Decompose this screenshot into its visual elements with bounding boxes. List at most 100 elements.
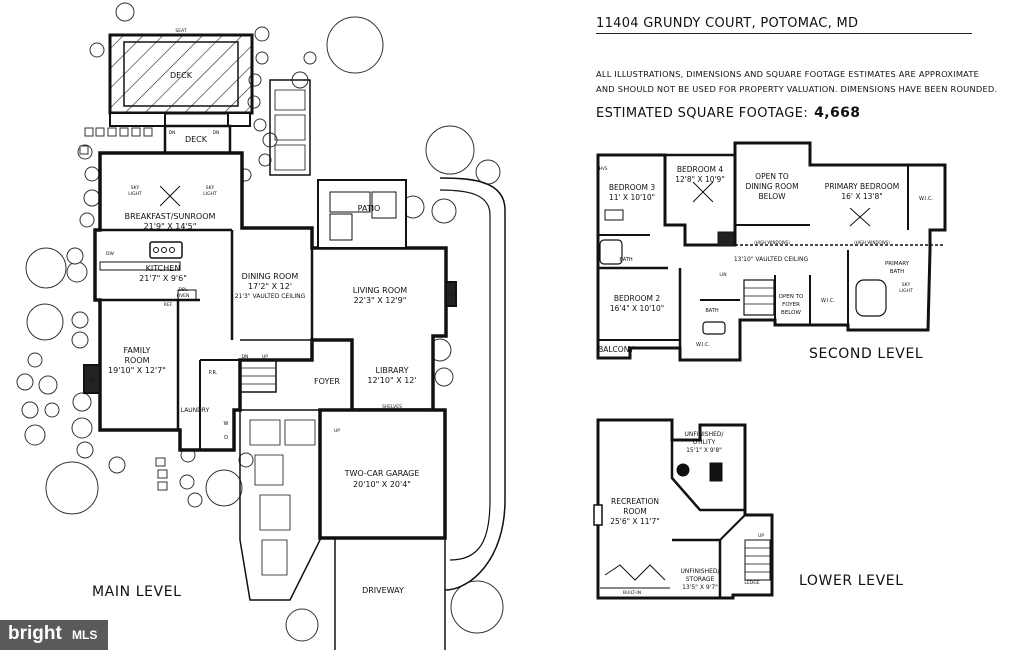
recreation-name-2: ROOM (623, 507, 647, 516)
skylight-left-2: LIGHT (128, 191, 142, 197)
living-dims: 22'3" X 12'9" (354, 296, 407, 305)
pr-label: P.R. (209, 370, 218, 376)
skylight-right-2: LIGHT (203, 191, 217, 197)
bed2-name: BEDROOM 2 (614, 294, 661, 303)
family-name-1: FAMILY (124, 346, 151, 355)
foyer-label: FOYER (314, 377, 340, 386)
open-dining-3: BELOW (758, 192, 786, 201)
utility-dims: 15'1" X 9'8" (686, 447, 722, 454)
sky-light-1: SKY (902, 282, 911, 288)
recreation-dims: 25'6" X 11'7" (610, 517, 660, 526)
high-windows-1: (HIGH WINDOWS) (754, 240, 790, 245)
open-foyer-2: FOYER (782, 302, 800, 308)
breakfast-name: BREAKFAST/SUNROOM (125, 212, 216, 221)
lower-level-plan (593, 418, 774, 600)
open-dining-1: OPEN TO (755, 172, 789, 181)
address-underline (596, 33, 972, 34)
primary-bath-1: PRIMARY (885, 261, 910, 267)
square-footage: ESTIMATED SQUARE FOOTAGE: 4,668 (596, 105, 860, 121)
utility-name-1: UNFINISHED/ (684, 431, 724, 438)
main-level-title: MAIN LEVEL (92, 584, 182, 600)
dining-note: 21'3" VAULTED CEILING (235, 293, 306, 300)
family-dims: 19'10" X 12'7" (108, 366, 166, 375)
kitchen-dims: 21'7" X 9'6" (139, 274, 187, 283)
primary-bath-2: BATH (890, 269, 905, 275)
storage-dims: 13'5" X 9'7" (682, 584, 718, 591)
shelves-label-2: SHVS (597, 166, 608, 171)
stairs-up-label: UP (262, 354, 268, 360)
washer-label: W (224, 421, 229, 427)
second-level-labels: BEDROOM 3 11' X 10'10" BEDROOM 4 12'8" X… (597, 165, 934, 354)
lin-label: LIN (719, 272, 726, 278)
dbl-oven-2: OVEN (177, 293, 190, 299)
high-windows-2: (HIGH WINDOWS) (854, 240, 890, 245)
sky-light-2: LIGHT (899, 288, 913, 294)
stairs-dn-label: DN (242, 354, 249, 360)
storage-name-1: UNFINISHED/ (680, 568, 720, 575)
watermark-suffix: MLS (72, 628, 98, 642)
bed3-dims: 11' X 10'10" (609, 193, 655, 202)
library-dims: 12'10" X 12' (367, 376, 416, 385)
ref-label: REF (164, 302, 173, 308)
garage-name: TWO-CAR GARAGE (344, 469, 420, 478)
watermark-brand: bright (8, 623, 62, 644)
deck-lower-label: DECK (185, 135, 208, 144)
lower-up-label: UP (758, 533, 764, 539)
kitchen-name: KITCHEN (146, 264, 181, 273)
utility-name-2: UTILITY (693, 439, 716, 446)
bed4-name: BEDROOM 4 (677, 165, 724, 174)
built-in-label: BUILT-IN (623, 590, 641, 596)
sqft-value: 4,668 (814, 105, 861, 121)
ledge-label: LEDGE (744, 580, 759, 586)
skylight-right-1: SKY (206, 185, 215, 191)
open-foyer-3: BELOW (781, 310, 801, 316)
family-name-2: ROOM (124, 356, 149, 365)
dryer-label: D (224, 435, 228, 441)
main-level-labels: SEAT DECK DECK DN DN SKY LIGHT SKY LIGHT… (89, 28, 454, 595)
second-level-plan (596, 141, 947, 362)
fp-living-label: FP (448, 292, 454, 298)
wic-primary-label: W.I.C. (919, 196, 934, 202)
second-level-title: SECOND LEVEL (809, 346, 924, 362)
open-dining-2: DINING ROOM (745, 182, 798, 191)
bed4-dims: 12'8" X 10'9" (675, 175, 725, 184)
bed2-dims: 16'4" X 10'10" (610, 304, 664, 313)
vaulted-note: 13'10" VAULTED CEILING (734, 256, 809, 263)
laundry-label: LAUNDRY (181, 407, 210, 414)
dw-label: DW (106, 251, 114, 257)
shelves-label: SHELVES (382, 404, 402, 410)
stepping-stones (79, 127, 168, 491)
dining-dims: 17'2" X 12' (248, 282, 292, 291)
deck-dn-label-1: DN (169, 130, 176, 136)
patio-label: PATIO (358, 204, 381, 213)
library-name: LIBRARY (376, 366, 409, 375)
property-address: 11404 GRUNDY COURT, POTOMAC, MD (596, 16, 859, 31)
open-foyer-1: OPEN TO (779, 294, 804, 300)
wic-mid-label: W.I.C. (821, 298, 836, 304)
garage-up-label: UP (334, 428, 340, 434)
storage-name-2: STORAGE (686, 576, 715, 583)
recreation-name-1: RECREATION (611, 497, 659, 506)
lower-level-title: LOWER LEVEL (799, 573, 904, 589)
bright-mls-watermark: bright MLS (0, 620, 108, 650)
primary-name: PRIMARY BEDROOM (825, 182, 899, 191)
balcony-label: BALCONY (598, 345, 634, 354)
bath2-label: BATH (705, 308, 719, 314)
driveway-label: DRIVEWAY (362, 586, 404, 595)
lower-level-labels: UNFINISHED/ UTILITY 15'1" X 9'8" RECREAT… (610, 431, 764, 596)
disclaimer-line-2: AND SHOULD NOT BE USED FOR PROPERTY VALU… (596, 84, 998, 94)
dining-name: DINING ROOM (242, 272, 299, 281)
living-name: LIVING ROOM (353, 286, 408, 295)
disclaimer: ALL ILLUSTRATIONS, DIMENSIONS AND SQUARE… (596, 67, 997, 97)
garage-dims: 20'10" X 20'4" (353, 480, 411, 489)
main-level-plan (83, 33, 506, 650)
breakfast-dims: 21'9" X 14'5" (144, 222, 197, 231)
sqft-label: ESTIMATED SQUARE FOOTAGE: (596, 106, 809, 121)
skylight-left-1: SKY (131, 185, 140, 191)
bed3-name: BEDROOM 3 (609, 183, 656, 192)
wic-bed2-label: W.I.C. (696, 342, 711, 348)
seat-label: SEAT (175, 28, 186, 34)
primary-dims: 16' X 13'8" (841, 192, 882, 201)
